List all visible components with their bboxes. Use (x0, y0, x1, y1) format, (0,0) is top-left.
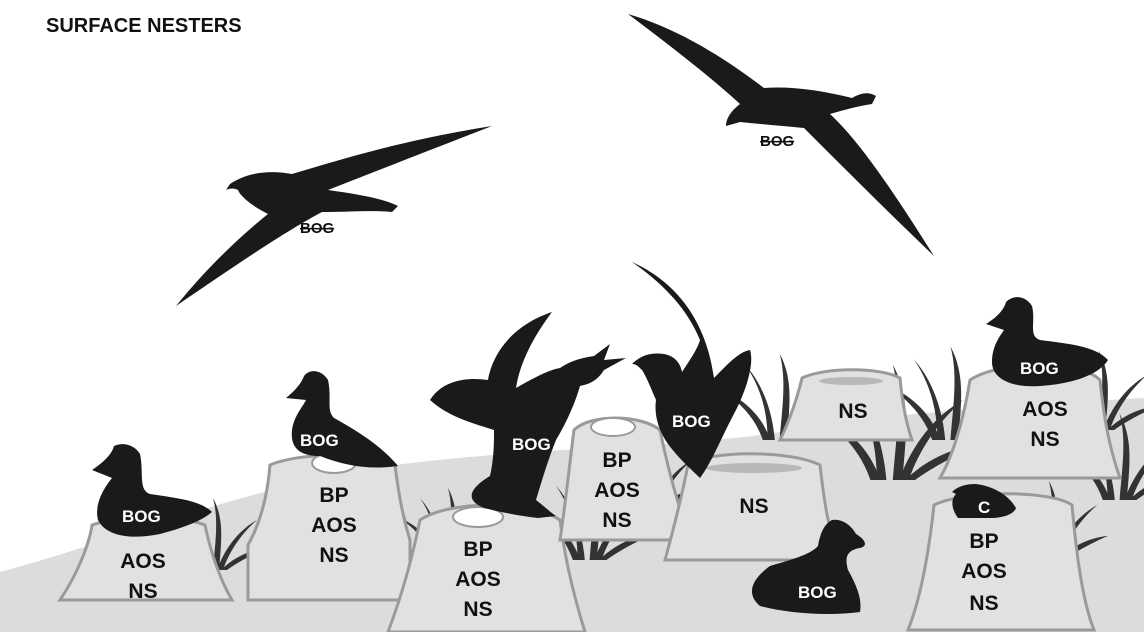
empty-nest-cup (706, 463, 802, 473)
mound-label: AOS (455, 568, 501, 591)
mound-label: AOS (120, 550, 166, 573)
diagram-title: SURFACE NESTERS (46, 15, 242, 37)
empty-nest-cup (819, 377, 883, 385)
mound-label: BP (319, 484, 348, 507)
mound-label: NS (1030, 428, 1059, 451)
mound-label: NS (838, 400, 867, 423)
mound-label: NS (969, 592, 998, 615)
mound-label: NS (319, 544, 348, 567)
bird-label: BOG (300, 220, 334, 237)
bird-label: BOG (760, 133, 794, 150)
bird-label: BOG (672, 412, 711, 431)
chick-label: C (978, 498, 990, 517)
bird-label: BOG (1020, 359, 1059, 378)
mound-label: AOS (311, 514, 357, 537)
mound-label: NS (463, 598, 492, 621)
mound-label: BP (969, 530, 998, 553)
mound-label: AOS (961, 560, 1007, 583)
mound-label: AOS (594, 479, 640, 502)
mound-label: AOS (1022, 398, 1068, 421)
sitting-albatross-icon (286, 371, 398, 467)
mound-label: NS (128, 580, 157, 603)
mound-label: BP (463, 538, 492, 561)
bird-label: BOG (300, 431, 339, 450)
bird-label: BOG (512, 435, 551, 454)
mound-label: NS (739, 495, 768, 518)
egg-icon (591, 418, 635, 436)
bird-label: BOG (798, 583, 837, 602)
bird-label: BOG (122, 507, 161, 526)
mound-label: BP (602, 449, 631, 472)
flying-albatross-icon (176, 126, 492, 306)
mound-label: NS (602, 509, 631, 532)
